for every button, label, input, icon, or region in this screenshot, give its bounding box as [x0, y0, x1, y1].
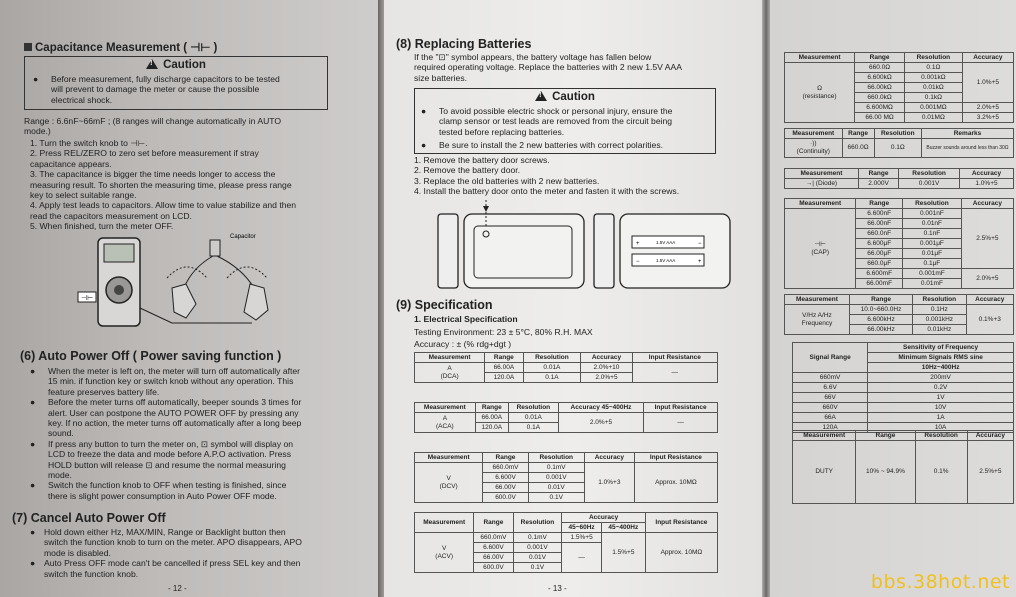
- bullet-icon: ●: [30, 438, 36, 449]
- cancel-apo-bullets: ●Hold down either Hz, MAX/MIN, Range or …: [30, 527, 302, 579]
- bullet-icon: ●: [421, 106, 427, 116]
- bullet-icon: ●: [421, 140, 427, 150]
- page-number: - 13 -: [548, 584, 567, 593]
- battery-replacement-illustration: + − − + 1.5V AAA 1.5V AAA: [437, 200, 731, 289]
- capacitance-caution-box: Caution ● Before measurement, fully disc…: [24, 56, 328, 110]
- specification-title: (9) Specification: [396, 298, 493, 312]
- manual-page-12: Capacitance Measurement ( ⊣⊢ ) Caution ●…: [0, 0, 378, 597]
- step: 3. Replace the old batteries with 2 new …: [414, 175, 600, 186]
- step: 4. Apply test leads to capacitors. Allow…: [30, 200, 297, 211]
- svg-text:+: +: [698, 259, 702, 265]
- apo-bullets: ●When the meter is left on, the meter wi…: [30, 366, 302, 501]
- step: 1. Turn the switch knob to ⊣⊢.: [30, 138, 148, 148]
- svg-text:−: −: [636, 259, 640, 265]
- battery-caution-box: Caution ●To avoid possible electric shoc…: [414, 88, 716, 154]
- step: 5. When finished, turn the meter OFF.: [30, 221, 174, 232]
- step: 2. Remove the battery door.: [414, 165, 521, 176]
- caution-bullet-2: ●Be sure to install the 2 new batteries …: [421, 140, 664, 150]
- bullet-icon: ●: [30, 480, 36, 491]
- bullet-icon: ●: [30, 366, 36, 376]
- battery-intro: If the "⊡" symbol appears, the battery v…: [414, 52, 683, 83]
- section-square-icon: [24, 43, 32, 51]
- step: measuring result. To shorten the measuri…: [30, 179, 292, 190]
- accuracy-formula: Accuracy : ± (% rdg+dgt ): [414, 339, 512, 349]
- step: read the capacitors measurement on LCD.: [30, 210, 192, 221]
- bullet-icon: ●: [30, 397, 36, 408]
- svg-text:−: −: [698, 241, 702, 247]
- battery-label: 1.5V AAA: [656, 258, 675, 263]
- warning-triangle-icon: [146, 59, 159, 69]
- page-gutter: [762, 0, 770, 597]
- page-gutter: [378, 0, 384, 597]
- battery-steps: 1. Remove the battery door screws. 2. Re…: [414, 155, 679, 197]
- electrical-spec-title: 1. Electrical Specification: [414, 314, 518, 324]
- step: 1. Remove the battery door screws.: [414, 155, 550, 165]
- caution-heading: Caution: [25, 59, 327, 71]
- step: 4. Install the battery door onto the met…: [414, 186, 680, 197]
- testing-environment: Testing Environment: 23 ± 5°C, 80% R.H. …: [414, 327, 593, 337]
- caution-heading: Caution: [415, 91, 715, 103]
- caution-bullet-1: ●To avoid possible electric shock or per…: [421, 106, 673, 137]
- capacitance-measurement-illustration: ⊣⊢ Capacitor: [77, 234, 269, 327]
- svg-text:⊣⊢: ⊣⊢: [81, 295, 93, 302]
- apo-title: (6) Auto Power Off ( Power saving functi…: [20, 349, 282, 363]
- bullet-icon: ●: [30, 527, 36, 537]
- step: 2. Press REL/ZERO to zero set before mea…: [30, 148, 259, 159]
- svg-text:+: +: [636, 241, 640, 247]
- replacing-batteries-title: (8) Replacing Batteries: [396, 37, 532, 51]
- step: capacitance appears.: [30, 158, 112, 169]
- warning-triangle-icon: [535, 91, 548, 101]
- capacitance-steps: 1. Turn the switch knob to ⊣⊢. 2. Press …: [30, 138, 296, 232]
- step: key to select suitable range.: [30, 190, 137, 201]
- manual-page-13: (8) Replacing Batteries If the "⊡" symbo…: [384, 0, 762, 597]
- caution-bullet-icon: ●: [33, 74, 39, 84]
- capacitor-label: Capacitor: [230, 234, 256, 240]
- caution-text: Before measurement, fully discharge capa…: [51, 74, 280, 105]
- battery-label: 1.5V AAA: [656, 240, 675, 245]
- bullet-icon: ●: [30, 558, 36, 569]
- page-number: - 12 -: [168, 584, 187, 593]
- capacitance-range: Range : 6.6nF~66mF ; (8 ranges will chan…: [24, 116, 282, 137]
- site-watermark: bbs.38hot.net: [870, 571, 1010, 593]
- step: 3. The capacitance is bigger the time ne…: [30, 169, 276, 180]
- capacitance-title: Capacitance Measurement ( ⊣⊢ ): [24, 40, 217, 54]
- cancel-apo-title: (7) Cancel Auto Power Off: [12, 511, 166, 525]
